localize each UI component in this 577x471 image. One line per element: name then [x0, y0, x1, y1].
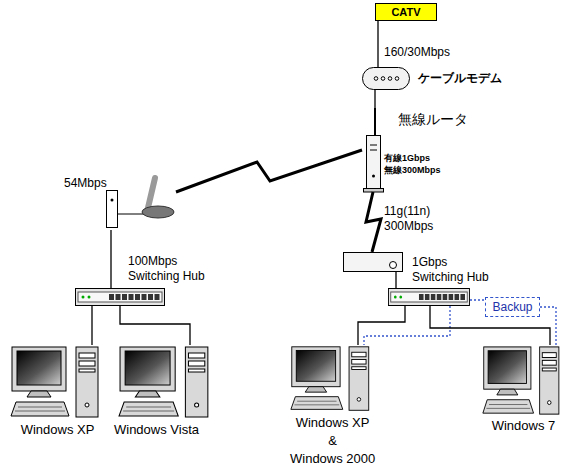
os-label: Windows 2000 [290, 451, 375, 467]
os-label: Windows XP [10, 422, 105, 438]
router-icon [364, 189, 384, 193]
wireless-adapter-icon [111, 199, 114, 202]
link-label: 11g(11n) 300Mbps [384, 204, 446, 234]
note-label: Backup [486, 298, 539, 316]
hub-icon [388, 289, 469, 306]
cable-modem-icon [388, 77, 392, 81]
catv-box: CATV [375, 3, 437, 21]
wireless-adapter: 54Mbps [104, 176, 176, 230]
pc-icon [11, 347, 98, 417]
wireless-link [366, 192, 381, 252]
pc: Windows XP&Windows 2000 [290, 345, 375, 413]
os-label: & [290, 433, 375, 449]
cable-modem-icon [374, 77, 378, 81]
pc-icon [483, 347, 559, 414]
backup-line [364, 306, 450, 345]
link-label: 160/30Mbps [384, 45, 450, 60]
router-icon [372, 175, 375, 178]
cable-modem: ケーブルモデム [362, 67, 410, 90]
hub-icon [76, 289, 165, 306]
router-icon [370, 145, 377, 146]
switching-hub: 1Gbps Switching Hub [388, 288, 470, 306]
pc-icon [291, 347, 369, 410]
wireless-adapter-icon [107, 191, 118, 228]
hub-label: 1Gbps Switching Hub [412, 255, 496, 285]
wireless-adapter-icon [142, 206, 174, 218]
network-link [375, 90, 376, 108]
os-label: Windows Vista [108, 422, 205, 438]
network-link [176, 150, 362, 192]
cable-link [91, 306, 92, 345]
cable-modem-icon [363, 68, 410, 90]
cable-link [377, 21, 378, 67]
device-label: ケーブルモデム [418, 71, 502, 86]
cable-modem-icon [395, 77, 399, 81]
bridge-icon [344, 253, 403, 272]
pc: Windows Vista [118, 345, 215, 420]
router-icon [367, 136, 381, 189]
network-link [358, 306, 405, 345]
wireless-link [176, 150, 362, 192]
router-icon [364, 108, 384, 192]
network-link [378, 21, 379, 67]
router-icon [374, 108, 376, 136]
cable-link [120, 306, 190, 345]
bridge-icon [390, 262, 397, 269]
backup-box: Backup [485, 297, 540, 317]
cable-link [374, 90, 375, 108]
switching-hub: 100Mbps Switching Hub [75, 288, 165, 306]
os-label: Windows XP [290, 415, 375, 431]
source-label: CATV [376, 4, 436, 20]
network-link [92, 306, 93, 345]
pc: Windows 7 [482, 345, 565, 417]
spec-label: 有線1Gbps 無線300Mbps [384, 152, 444, 176]
os-label: Windows 7 [482, 418, 565, 434]
network-link [111, 230, 112, 288]
router-icon [370, 150, 377, 151]
cable-link [358, 306, 405, 345]
pc: Windows XP [10, 345, 105, 420]
cable-link [395, 272, 396, 288]
wireless-adapter-icon [117, 214, 146, 215]
pc-icon [119, 347, 208, 417]
backup-line [540, 307, 556, 345]
backup-line [470, 299, 485, 300]
bridge-icon [344, 253, 403, 272]
cable-modem-icon [381, 77, 385, 81]
speed-label: 54Mbps [64, 176, 107, 191]
cable-modem-icon [363, 68, 410, 90]
hub-label: 100Mbps Switching Hub [128, 254, 212, 284]
wireless-router: 無線ルータ有線1Gbps 無線300Mbps [362, 108, 384, 192]
network-link [120, 306, 190, 345]
wireless-adapter-icon [107, 178, 175, 228]
cable-link [110, 230, 111, 288]
device-label: 無線ルータ [398, 111, 468, 128]
